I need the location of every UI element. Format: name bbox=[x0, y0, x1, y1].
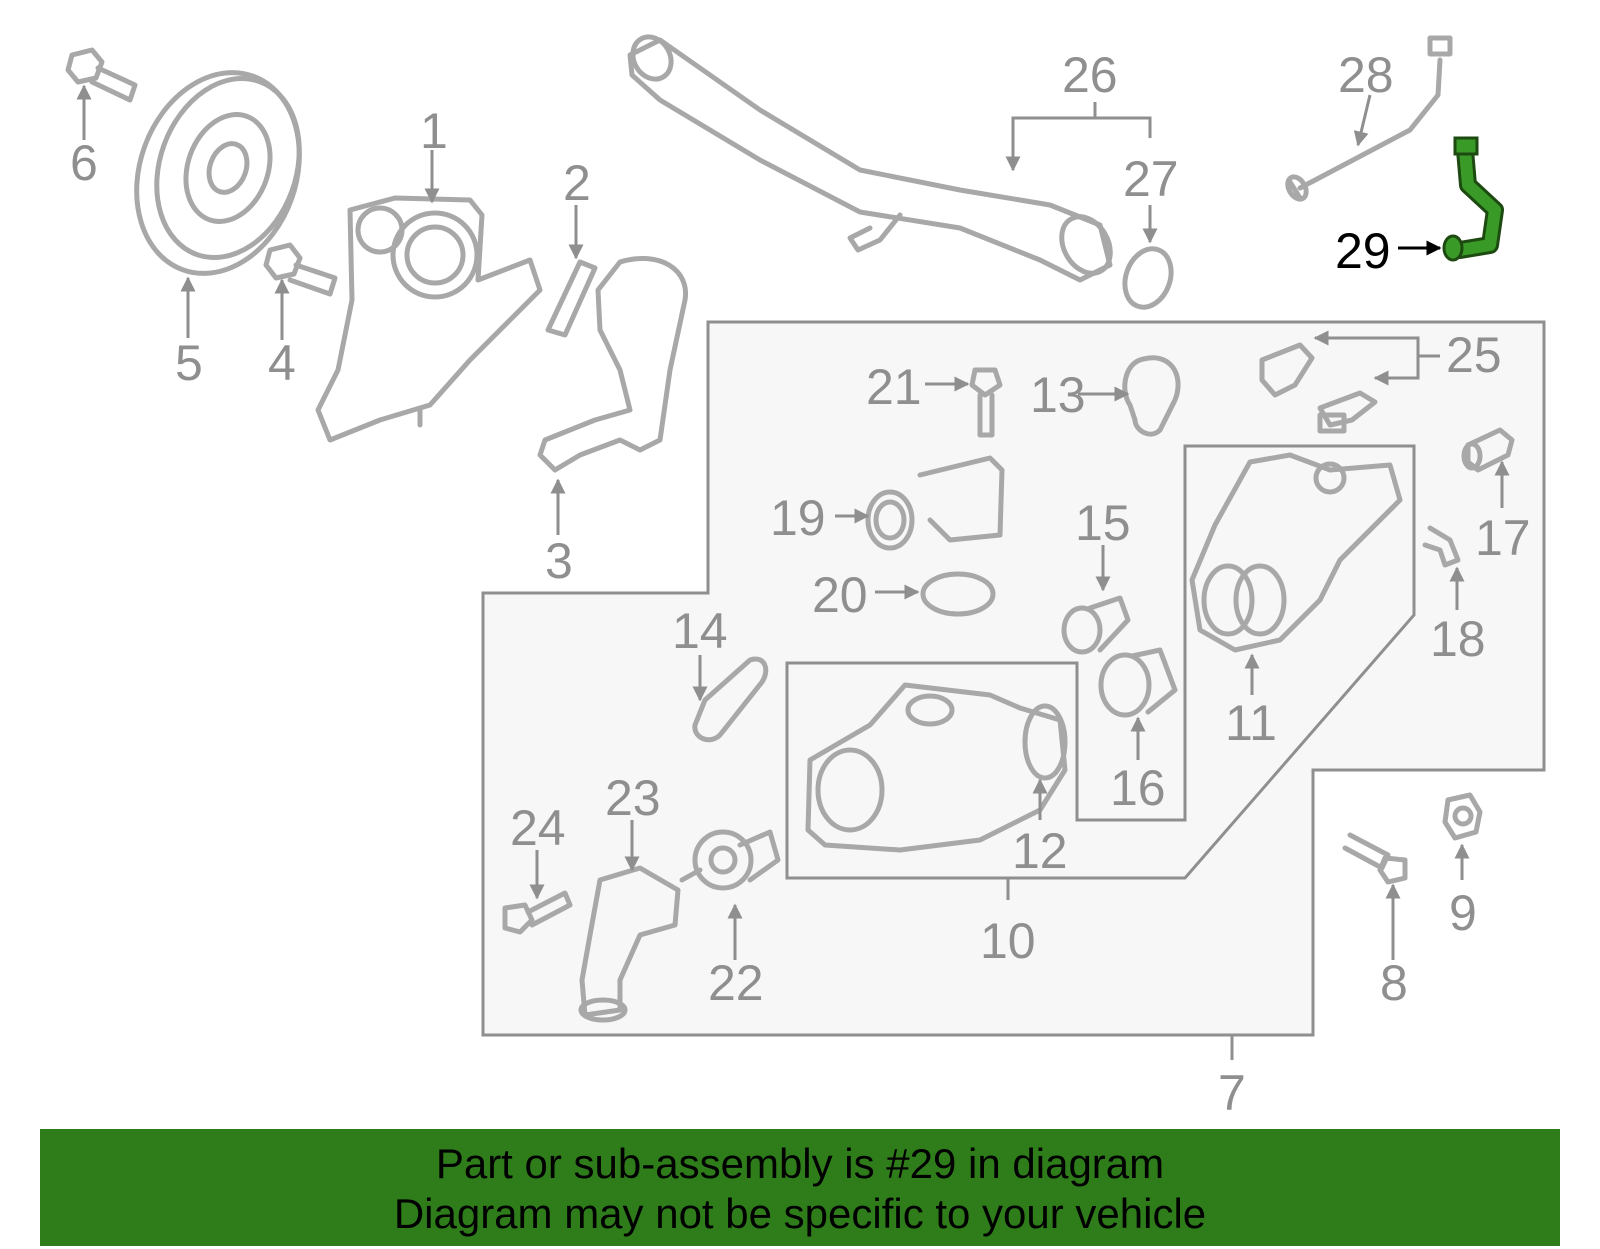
callout-6: 6 bbox=[70, 135, 98, 191]
assembly-box-7 bbox=[481, 320, 1546, 1037]
callout-25: 25 bbox=[1446, 327, 1502, 383]
callout-28: 28 bbox=[1338, 47, 1394, 103]
sensor-part-25 bbox=[1259, 342, 1378, 434]
callout-3: 3 bbox=[545, 533, 573, 589]
callout-29-highlighted: 29 bbox=[1335, 223, 1391, 279]
o-ring-part-20 bbox=[920, 571, 996, 617]
leader-lines bbox=[76, 84, 1510, 1060]
coolant-pipe-part-26 bbox=[627, 34, 1113, 283]
callout-4: 4 bbox=[268, 335, 296, 391]
seal-part-16 bbox=[1098, 647, 1178, 718]
callout-16: 16 bbox=[1110, 760, 1166, 816]
bolt-part-6 bbox=[65, 47, 138, 103]
subassembly-box-10 bbox=[785, 444, 1416, 880]
gasket-part-13 bbox=[1122, 355, 1181, 437]
callout-18: 18 bbox=[1430, 611, 1486, 667]
bolt-part-24 bbox=[502, 890, 573, 935]
clip-part-18 bbox=[1422, 525, 1461, 568]
callout-8: 8 bbox=[1380, 955, 1408, 1011]
callout-24: 24 bbox=[510, 800, 566, 856]
bolt-part-21 bbox=[969, 367, 1003, 438]
callout-23: 23 bbox=[605, 770, 661, 826]
water-pump-part-1 bbox=[315, 195, 543, 443]
callout-15: 15 bbox=[1075, 495, 1131, 551]
sensor-part-17 bbox=[1461, 427, 1515, 473]
gasket-part-3 bbox=[537, 255, 689, 473]
callout-21: 21 bbox=[866, 359, 922, 415]
banner-line-2: Diagram may not be specific to your vehi… bbox=[393, 1190, 1207, 1237]
callout-5: 5 bbox=[175, 335, 203, 391]
callout-17: 17 bbox=[1475, 510, 1531, 566]
thermostat-part-22 bbox=[679, 829, 781, 891]
o-ring-part-27 bbox=[1122, 246, 1174, 310]
gasket-part-2 bbox=[545, 259, 598, 338]
thermostat-housing-part-11 bbox=[1189, 452, 1403, 653]
bolt-part-8 bbox=[1342, 832, 1408, 885]
callout-10: 10 bbox=[980, 913, 1036, 969]
thermostat-housing-part-12 bbox=[805, 682, 1068, 853]
pulley-part-5 bbox=[134, 70, 302, 276]
bolt-part-4 bbox=[263, 242, 338, 297]
callout-12: 12 bbox=[1012, 823, 1068, 879]
callout-14: 14 bbox=[672, 603, 728, 659]
info-banner: Part or sub-assembly is #29 in diagram D… bbox=[40, 1129, 1560, 1246]
callout-20: 20 bbox=[812, 567, 868, 623]
callout-22: 22 bbox=[708, 955, 764, 1011]
outlet-part-23 bbox=[578, 865, 681, 1023]
callout-27: 27 bbox=[1123, 151, 1179, 207]
hose-part-28 bbox=[1285, 35, 1453, 202]
callout-26: 26 bbox=[1062, 47, 1118, 103]
callout-7: 7 bbox=[1218, 1065, 1246, 1121]
gasket-part-14 bbox=[692, 656, 769, 743]
callout-11: 11 bbox=[1225, 695, 1277, 751]
callout-2: 2 bbox=[563, 155, 591, 211]
nut-part-9 bbox=[1442, 792, 1483, 841]
callout-19: 19 bbox=[770, 490, 826, 546]
callout-9: 9 bbox=[1449, 885, 1477, 941]
callout-1: 1 bbox=[420, 103, 448, 159]
callout-13: 13 bbox=[1030, 367, 1086, 423]
fitting-part-15 bbox=[1061, 595, 1131, 655]
hose-part-29-highlighted bbox=[1442, 136, 1504, 262]
banner-line-1: Part or sub-assembly is #29 in diagram bbox=[435, 1140, 1165, 1187]
